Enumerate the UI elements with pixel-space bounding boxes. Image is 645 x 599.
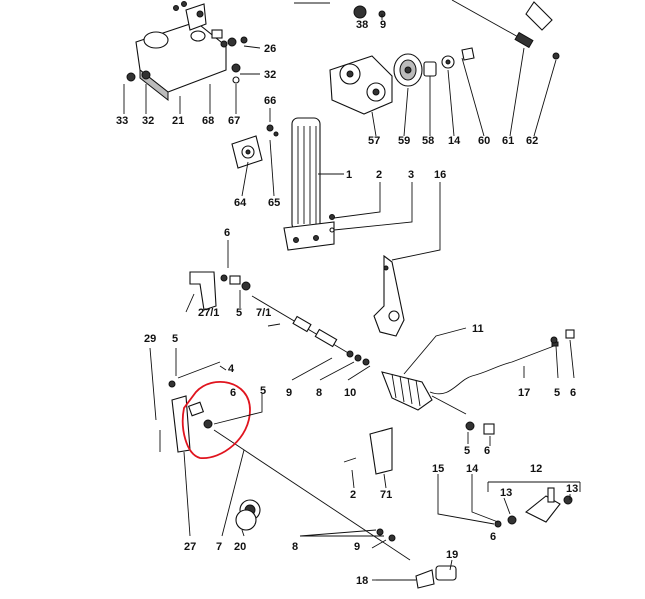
part-label: 5 [172, 333, 178, 345]
part-label: 7 [216, 541, 222, 553]
part-label: 5 [464, 445, 470, 457]
part-label: 27/1 [198, 307, 219, 319]
part-label: 5 [554, 387, 560, 399]
part-label: 3 [408, 169, 414, 181]
part-label: 5 [260, 385, 266, 397]
part-label: 33 [116, 115, 128, 127]
part-label: 6 [224, 227, 230, 239]
part-label: 57 [368, 135, 380, 147]
part-label: 4 [228, 363, 235, 375]
part-label: 8 [316, 387, 322, 399]
rubber-boot [381, 371, 467, 415]
part-label: 6 [484, 445, 490, 457]
part-label: 2 [350, 489, 356, 501]
part-label: 26 [264, 43, 276, 55]
part-label: 61 [502, 135, 514, 147]
part-label: 27 [184, 541, 196, 553]
part-label: 14 [448, 135, 461, 147]
part-label: 32 [264, 69, 276, 81]
accelerator-pedal [283, 117, 335, 251]
part-label: 6 [570, 387, 576, 399]
part-label: 29 [144, 333, 156, 345]
highlight-circle [181, 381, 251, 459]
cable-17 [429, 341, 559, 395]
part-label: 9 [354, 541, 360, 553]
part-label: 11 [472, 323, 484, 335]
part-label: 10 [344, 387, 356, 399]
top-right-cable [451, 0, 560, 60]
throttle-lever [373, 254, 405, 337]
part-label: 15 [432, 463, 444, 475]
mounting-plate [231, 124, 279, 169]
part-label: 58 [422, 135, 434, 147]
part-label: 65 [268, 197, 280, 209]
part-label: 19 [446, 549, 458, 561]
part-label: 60 [478, 135, 490, 147]
leader-lines [123, 14, 575, 581]
part-label: 9 [286, 387, 292, 399]
part-label: 5 [236, 307, 242, 319]
part-label: 71 [380, 489, 392, 501]
part-label: 21 [172, 115, 184, 127]
part-label: 17 [518, 387, 530, 399]
part-label: 1 [346, 169, 352, 181]
part-label: 6 [230, 387, 236, 399]
part-label: 66 [264, 95, 276, 107]
part-label: 68 [202, 115, 214, 127]
part-label: 38 [356, 19, 368, 31]
part-label: 9 [380, 19, 386, 31]
part-label: 62 [526, 135, 538, 147]
left-linkage [185, 271, 251, 313]
part-label: 67 [228, 115, 240, 127]
cable-clamp [343, 427, 393, 475]
throttle-housing-assembly [294, 2, 475, 115]
part-label: 14 [466, 463, 479, 475]
part-label: 6 [490, 531, 496, 543]
part-label: 16 [434, 169, 446, 181]
part-label: 13 [566, 483, 578, 495]
part-label: 59 [398, 135, 410, 147]
part-label: 12 [530, 463, 542, 475]
highlighted-parts [187, 401, 213, 429]
part-label: 20 [234, 541, 246, 553]
bolt-assembly [376, 565, 457, 589]
pedal-bracket-assembly [126, 1, 248, 102]
small-parts-right [465, 329, 575, 435]
part-label: 32 [142, 115, 154, 127]
part-label: 13 [500, 487, 512, 499]
part-label: 7/1 [256, 307, 271, 319]
part-label: 8 [292, 541, 298, 553]
cable-7-1 [251, 295, 370, 366]
part-label: 18 [356, 575, 368, 587]
cable-7 [213, 429, 411, 561]
gear-wheel [235, 499, 261, 531]
part-label: 2 [376, 169, 382, 181]
part-label: 64 [234, 197, 247, 209]
